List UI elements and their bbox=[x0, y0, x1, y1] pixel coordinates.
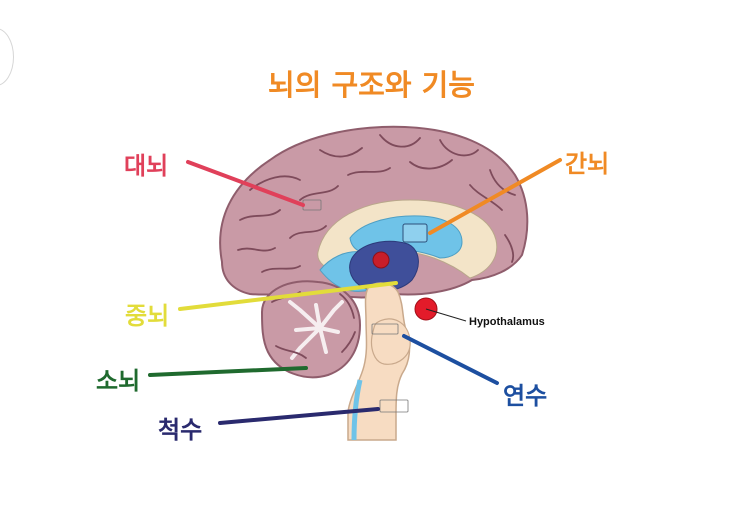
leader-line-spinal-cord bbox=[218, 407, 380, 425]
leader-line-diencephalon bbox=[428, 158, 562, 235]
label-diencephalon: 간뇌 bbox=[565, 150, 610, 178]
small-brackets bbox=[302, 199, 409, 413]
label-midbrain: 중뇌 bbox=[125, 302, 170, 330]
thalamus-shape bbox=[349, 223, 428, 292]
label-cerebrum: 대뇌 bbox=[124, 152, 169, 180]
leader-line-cerebrum bbox=[186, 160, 305, 207]
leader-line-cerebellum bbox=[148, 366, 308, 377]
diagram-title: 뇌의 구조와 기능 bbox=[268, 68, 475, 102]
label-hypothalamus: Hypothalamus bbox=[469, 316, 545, 328]
brainstem-shape bbox=[347, 282, 411, 441]
label-spinal-cord: 척수 bbox=[158, 416, 203, 444]
leader-line-medulla bbox=[402, 334, 499, 385]
label-cerebellum: 소뇌 bbox=[96, 367, 141, 395]
label-medulla: 연수 bbox=[503, 382, 548, 410]
leader-line-midbrain bbox=[178, 281, 398, 311]
hypothalamus-pointer bbox=[425, 308, 467, 322]
